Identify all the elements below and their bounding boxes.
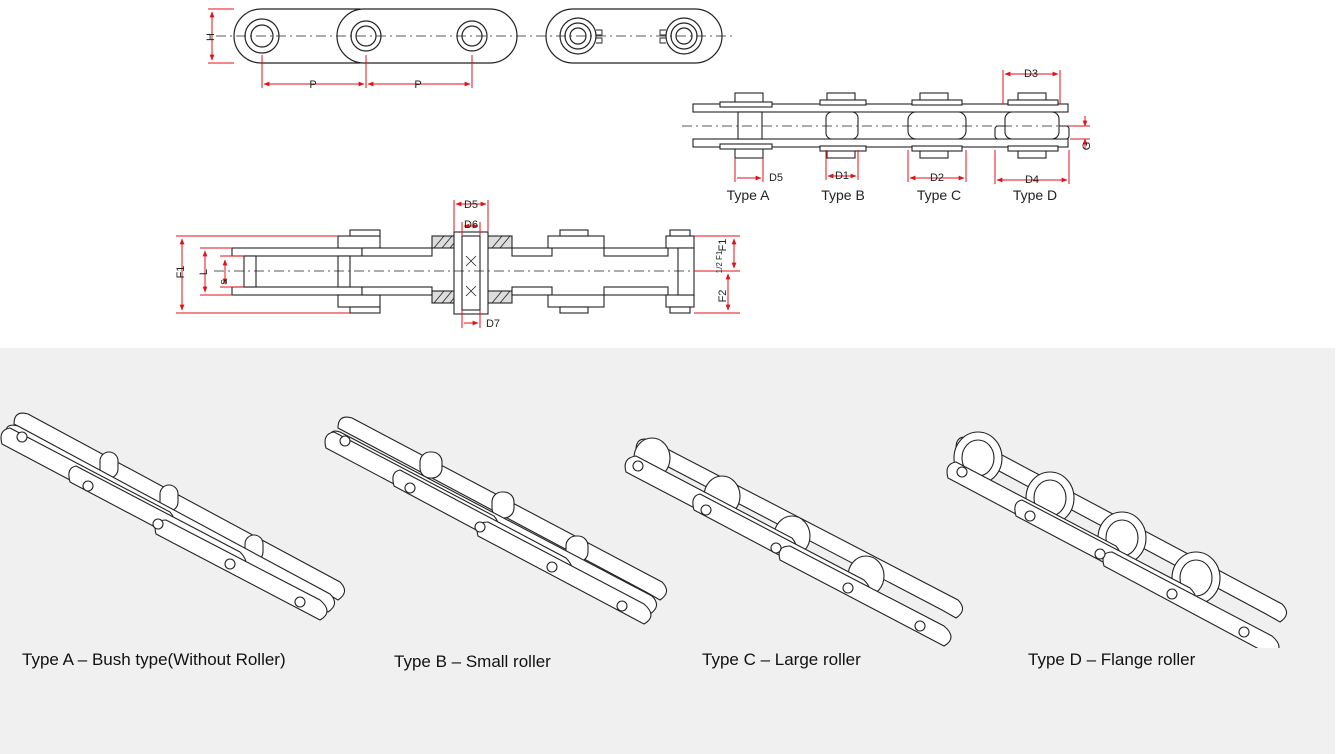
dim-label-l: L: [198, 269, 210, 275]
caption-type-b: Type B – Small roller: [394, 652, 551, 671]
section-views: [682, 92, 1080, 159]
plan-view: [214, 229, 712, 315]
side-view-dimensions: [208, 8, 473, 88]
dim-label-half-f1: 1/2 F1: [715, 250, 724, 273]
dim-label-p: P: [309, 79, 316, 91]
caption-type-d: Type D – Flange roller: [1028, 650, 1196, 669]
chain-type-a: [0, 412, 346, 621]
type-label-b: Type B: [821, 187, 865, 203]
side-view: [216, 8, 735, 64]
dim-label-f1: F1: [175, 266, 187, 279]
dim-label-s: s: [218, 279, 230, 285]
dim-label-d5: D5: [769, 172, 783, 184]
plan-view-dimensions: [176, 200, 740, 328]
dim-label-d4: D4: [1025, 174, 1039, 186]
type-label-d: Type D: [1013, 187, 1057, 203]
dim-label-d6: D6: [464, 219, 478, 231]
dim-label-d3: D3: [1024, 68, 1038, 80]
pin-hole: [244, 17, 703, 55]
dim-label-h: H: [205, 33, 217, 41]
dim-label-d5: D5: [464, 199, 478, 211]
caption-type-a: Type A – Bush type(Without Roller): [22, 650, 286, 669]
dim-label-g: G: [1081, 142, 1093, 151]
dim-label-f1: F1: [717, 239, 729, 252]
section-dimensions: [734, 70, 1090, 184]
dim-label-d7: D7: [486, 318, 500, 330]
dim-label-p: P: [414, 79, 421, 91]
isometric-chains: [0, 412, 1288, 648]
caption-type-c: Type C – Large roller: [702, 650, 861, 669]
dim-label-d2: D2: [930, 172, 944, 184]
chain-type-c: [624, 437, 964, 647]
plan-section-hatching: [433, 235, 511, 304]
dim-label-d1: D1: [835, 170, 849, 182]
chain-type-b: [324, 416, 668, 625]
chain-type-d: [946, 431, 1288, 648]
dim-label-f2: F2: [717, 290, 729, 303]
type-label-c: Type C: [917, 187, 961, 203]
type-label-a: Type A: [727, 187, 770, 203]
